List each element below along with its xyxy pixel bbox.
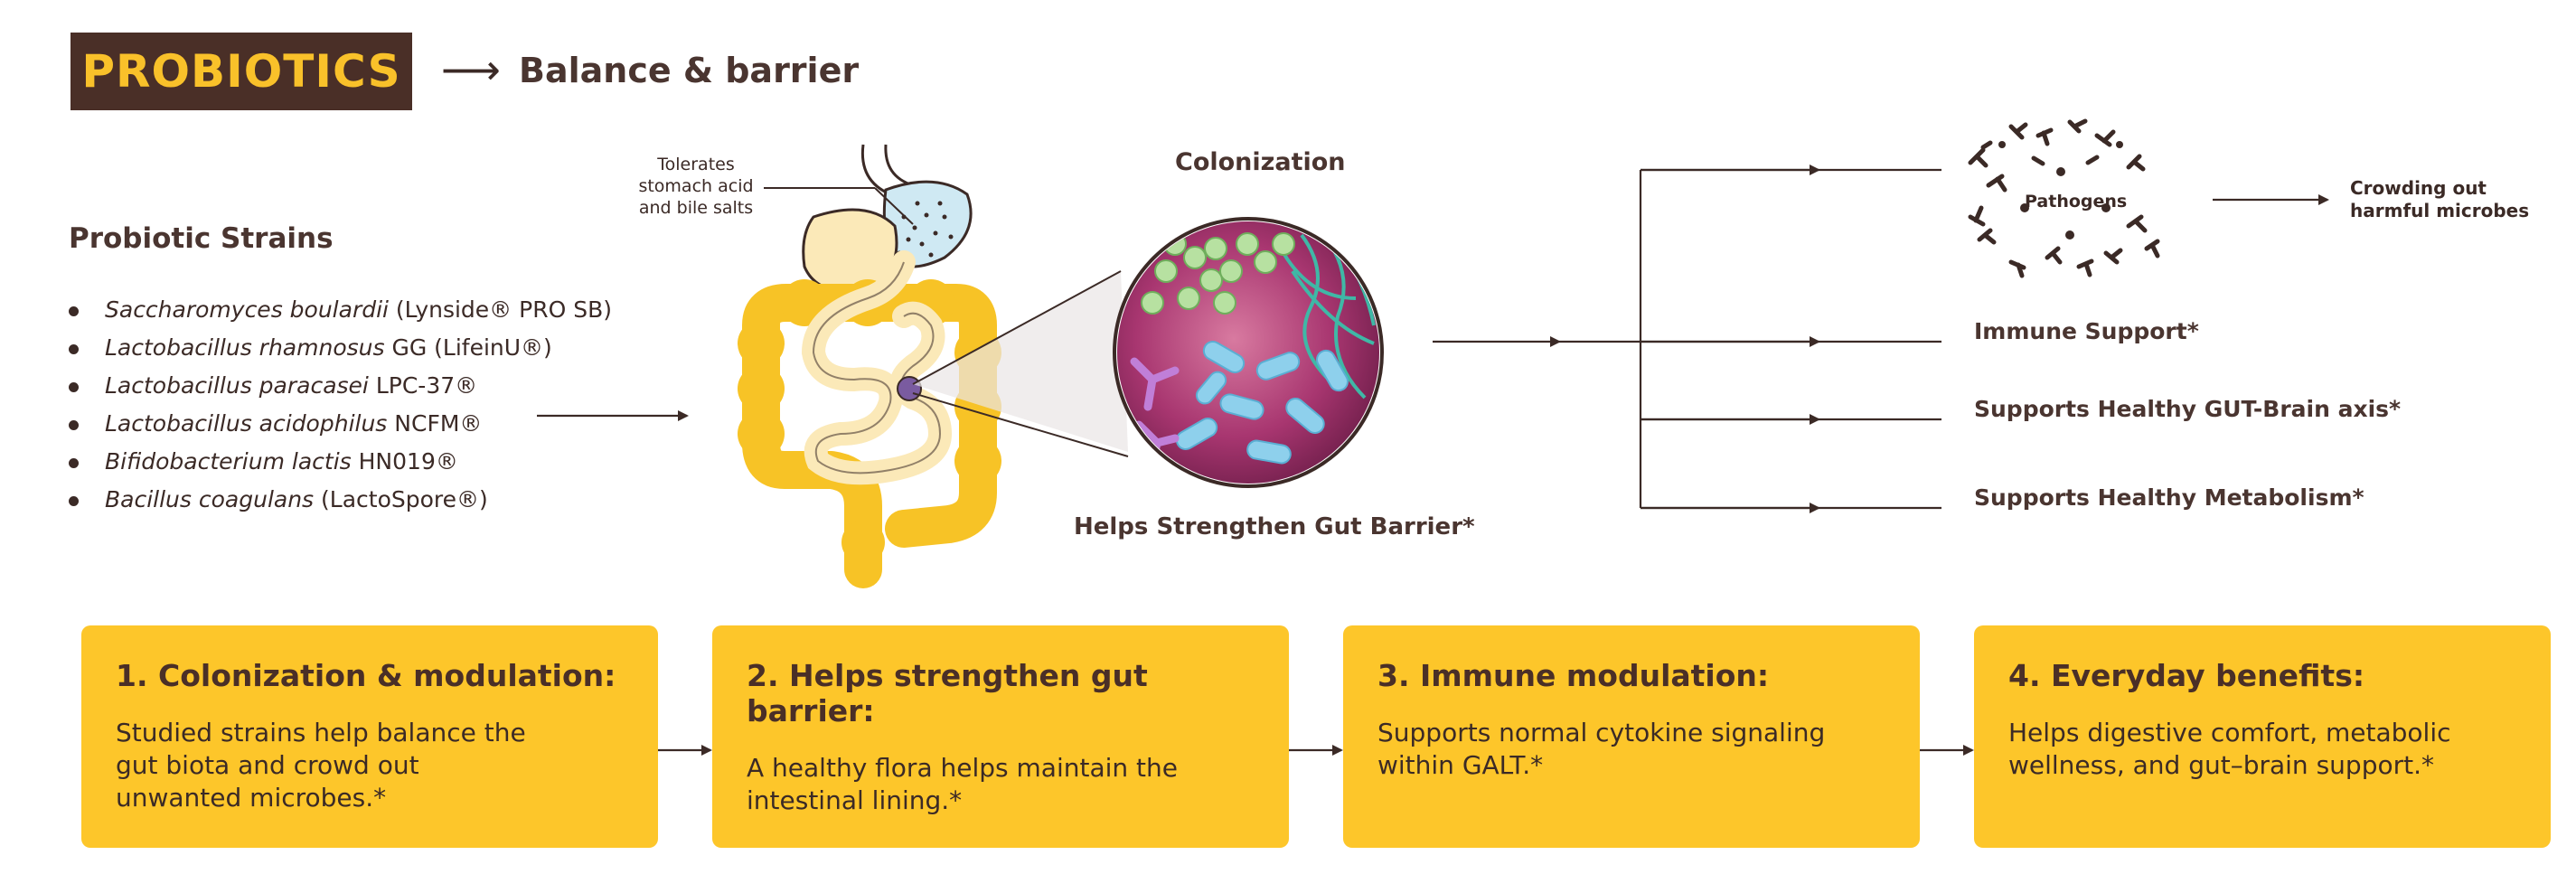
step-text: Helps digestive comfort, metabolic welln…: [2008, 717, 2516, 782]
step-card-1: 1. Colonization & modulation: Studied st…: [81, 625, 658, 848]
strain-species: Bifidobacterium lactis: [105, 448, 352, 475]
crowding-line: Crowding out: [2350, 177, 2487, 199]
strain-detail: GG (LifeinU®): [384, 334, 552, 361]
diagram-graphics: [537, 118, 2329, 588]
step-line: Helps digestive comfort, metabolic: [2008, 718, 2451, 747]
strain-detail: (Lynside® PRO SB): [388, 296, 612, 323]
pathogens-icon: [1968, 118, 2160, 278]
step-line: Supports normal cytokine signaling: [1377, 718, 1826, 747]
strain-item: Lactobacillus rhamnosus GG (LifeinU®): [69, 334, 612, 372]
crowding-label: Crowding out harmful microbes: [2350, 177, 2529, 222]
strain-species: Saccharomyces boulardii: [105, 296, 389, 323]
title-badge: PROBIOTICS: [71, 33, 412, 110]
stomach-note: Tolerates stomach acid and bile salts: [633, 154, 759, 219]
step-line: intestinal lining.*: [747, 785, 963, 815]
step-line: unwanted microbes.*: [116, 783, 387, 813]
outcome-metabolism: Supports Healthy Metabolism*: [1974, 484, 2364, 511]
step-line: gut biota and crowd out: [116, 750, 419, 780]
step-line: wellness, and gut–brain support.*: [2008, 750, 2434, 780]
step-line: A healthy flora helps maintain the: [747, 753, 1178, 783]
strain-item: Lactobacillus paracasei LPC-37®: [69, 372, 612, 410]
step-title: 4. Everyday benefits:: [2008, 658, 2365, 693]
step-text: A healthy flora helps maintain the intes…: [747, 752, 1255, 817]
step-card-3: 3. Immune modulation: Supports normal cy…: [1343, 625, 1920, 848]
stomach-note-line: and bile salts: [638, 198, 754, 218]
strain-detail: HN019®: [351, 448, 458, 475]
pathogen-dots: [1998, 141, 2123, 240]
right-arrow-icon: ⟶: [441, 45, 501, 94]
page-title: PROBIOTICS: [81, 45, 401, 98]
step-title: 1. Colonization & modulation:: [116, 658, 616, 693]
step-text: Studied strains help balance the gut bio…: [116, 717, 624, 814]
step-text: Supports normal cytokine signaling withi…: [1377, 717, 1885, 782]
strain-detail: LPC-37®: [368, 372, 478, 399]
outcome-gut-brain: Supports Healthy GUT-Brain axis*: [1974, 396, 2402, 422]
gut-barrier-label: Helps Strengthen Gut Barrier*: [1074, 513, 1475, 540]
pathogens-label: Pathogens: [2025, 192, 2128, 211]
page-subtitle: Balance & barrier: [519, 51, 860, 90]
stomach-note-line: Tolerates: [657, 155, 735, 174]
strain-species: Bacillus coagulans: [105, 486, 315, 512]
step-title: 2. Helps strengthen gut barrier:: [747, 658, 1148, 728]
strain-species: Lactobacillus paracasei: [105, 372, 369, 399]
step-card-2: 2. Helps strengthen gut barrier: A healt…: [712, 625, 1289, 848]
strain-detail: NCFM®: [387, 410, 483, 437]
strain-species: Lactobacillus acidophilus: [105, 410, 388, 437]
step-line: within GALT.*: [1377, 750, 1544, 780]
colonization-label: Colonization: [1175, 148, 1346, 176]
step-title: 3. Immune modulation:: [1377, 658, 1770, 693]
step-card-4: 4. Everyday benefits: Helps digestive co…: [1974, 625, 2551, 848]
strain-item: Bifidobacterium lactis HN019®: [69, 448, 612, 486]
strain-list: Saccharomyces boulardii (Lynside® PRO SB…: [69, 296, 612, 524]
strain-item: Saccharomyces boulardii (Lynside® PRO SB…: [69, 296, 612, 334]
strain-species: Lactobacillus rhamnosus: [105, 334, 385, 361]
strain-item: Bacillus coagulans (LactoSpore®): [69, 486, 612, 524]
crowding-line: harmful microbes: [2350, 200, 2530, 221]
step-connectors: [656, 745, 1974, 756]
colonization-circle-icon: [1113, 217, 1384, 488]
outcome-immune: Immune Support*: [1974, 318, 2199, 344]
step-line: Studied strains help balance the: [116, 718, 526, 747]
stomach-note-line: stomach acid: [638, 176, 754, 196]
strain-detail: (LactoSpore®): [314, 486, 488, 512]
strain-item: Lactobacillus acidophilus NCFM®: [69, 410, 612, 448]
strains-title: Probiotic Strains: [69, 222, 334, 255]
